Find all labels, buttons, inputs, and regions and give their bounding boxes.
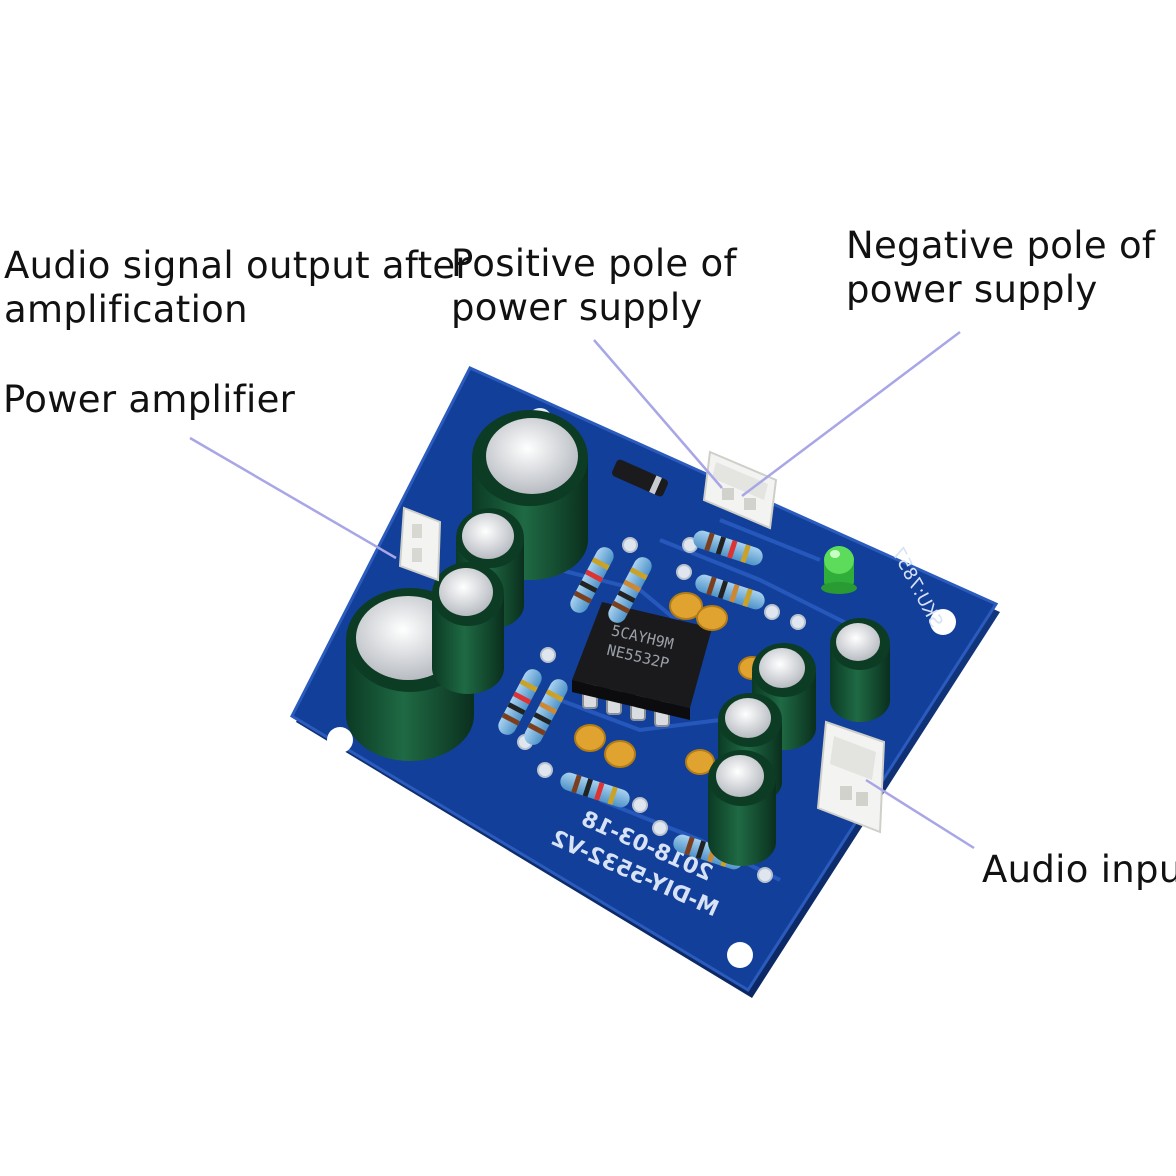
leader-lines [189,331,975,850]
mounting-hole [727,942,753,968]
electrolytic-capacitor-group [346,410,890,866]
leader-line-positive [593,339,723,489]
leader-line-negative [741,331,961,497]
label-audio-input-line1: Audio input [982,848,1176,891]
leader-line-input [865,778,975,850]
diode [612,459,668,497]
mounting-hole [327,727,353,753]
output-connector [398,506,442,582]
label-positive-pole-line2: power supply [451,286,703,329]
label-positive-pole-line1: Positive pole of [451,242,737,285]
label-power-amplifier-line1: Power amplifier [3,378,296,421]
input-connector [816,720,886,834]
green-led [821,546,857,594]
label-negative-pole-line1: Negative pole of [846,224,1156,267]
power-connector [702,450,778,530]
label-negative-pole-line2: power supply [846,268,1098,311]
label-audio-input: Audio input [982,848,1176,892]
label-audio-output-line1: Audio signal output after [4,244,471,287]
label-audio-output: Audio signal output after amplification [4,244,471,332]
mounting-hole [930,609,956,635]
ne5532-chip: 5CAYH9M NE5532P [572,602,712,727]
label-audio-output-line2: amplification [4,288,248,331]
label-positive-pole: Positive pole of power supply [451,242,781,330]
label-power-amplifier: Power amplifier [3,378,323,422]
leader-line-amplifier [189,436,397,560]
label-negative-pole: Negative pole of power supply [846,224,1166,312]
ceramic-capacitor-group [574,592,766,775]
